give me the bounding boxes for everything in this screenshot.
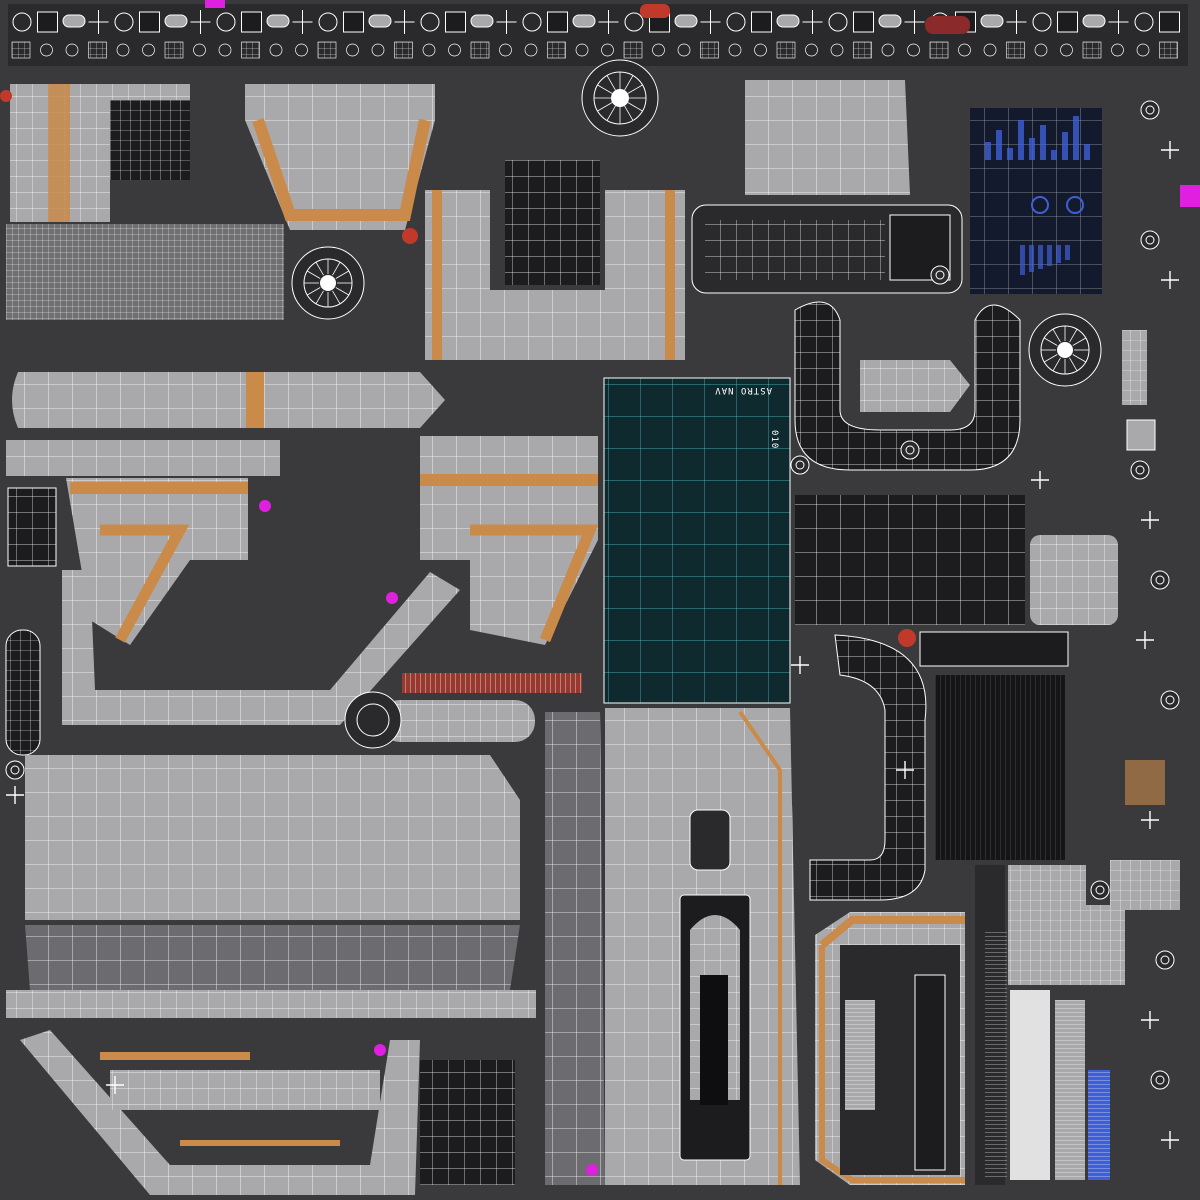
hud-label: ASTRO NAV xyxy=(714,385,772,395)
upper-right-plate xyxy=(745,80,910,195)
fan-vent-icon xyxy=(581,59,659,137)
right-column-parts xyxy=(1085,330,1180,985)
bottom-diagonal-panel xyxy=(20,1030,420,1195)
large-hull-panel xyxy=(6,755,536,1018)
left-tall-capsule xyxy=(5,629,41,756)
vertical-strips xyxy=(975,865,1110,1185)
magenta-markers xyxy=(205,0,1200,1176)
readout-value: 010 xyxy=(769,430,779,449)
right-grid-screen xyxy=(795,495,1118,625)
top-left-bracket-panel xyxy=(10,84,190,222)
vent-grille-panel xyxy=(6,224,284,320)
trapezoid-panel-top xyxy=(245,84,435,230)
fan-vent-icon xyxy=(1028,313,1102,387)
tub-panel xyxy=(425,160,685,360)
bottom-dark-grid xyxy=(420,1060,515,1185)
astro-nav-screen: ASTRO NAV 010 xyxy=(603,377,791,704)
hud-dashboard-screen xyxy=(970,108,1102,294)
red-markers xyxy=(0,4,970,647)
capsule-bar-panel xyxy=(12,372,445,428)
wide-trapezoid-panel xyxy=(66,436,599,645)
rounded-tray-panel xyxy=(691,204,963,294)
vertical-rail-panels xyxy=(545,708,800,1185)
diagonal-ramp-panel xyxy=(62,570,460,725)
fan-vent-icon xyxy=(291,246,365,320)
mid-right-screen xyxy=(919,631,1069,860)
top-small-parts xyxy=(8,4,1188,66)
pipe-segment-panel xyxy=(344,691,535,749)
small-dark-screen xyxy=(7,487,57,567)
orange-frame-panel xyxy=(815,912,965,1185)
curved-track-panel xyxy=(809,634,927,901)
u-track-panel xyxy=(794,301,1021,471)
left-bar xyxy=(6,440,280,476)
